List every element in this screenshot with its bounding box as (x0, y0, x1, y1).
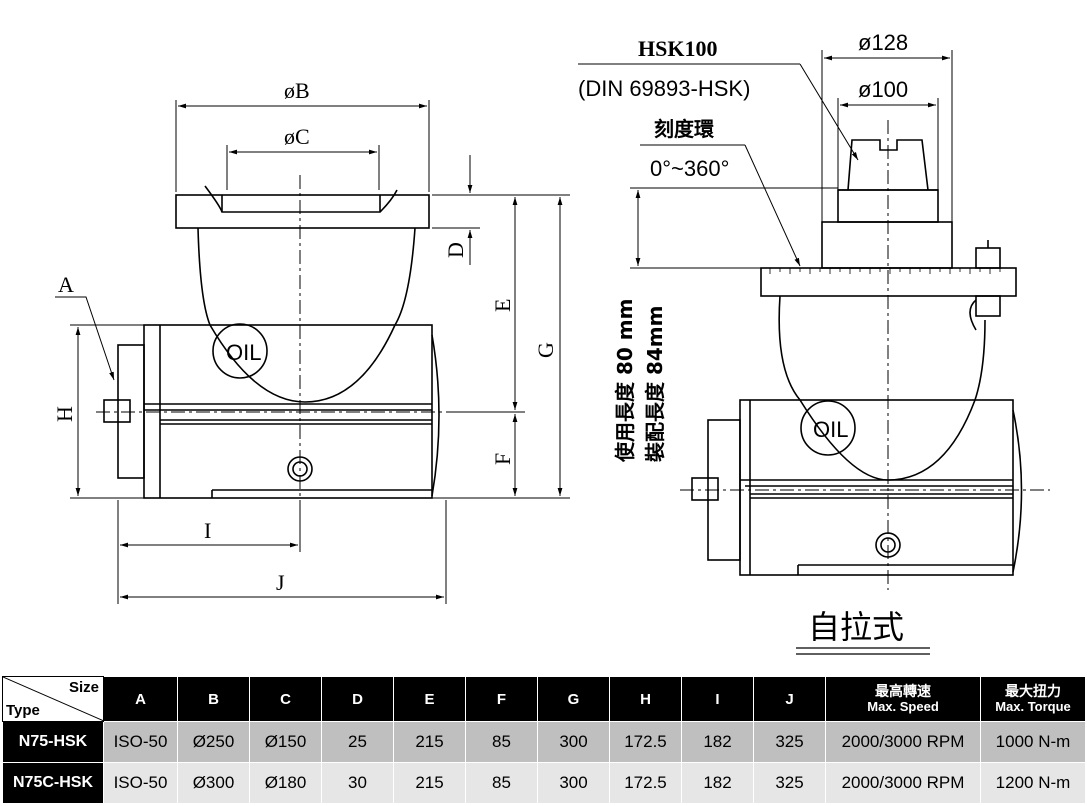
torque-en: Max. Torque (995, 699, 1071, 714)
cell-speed: 2000/3000 RPM (825, 721, 981, 763)
cell-F: 85 (465, 721, 538, 763)
dia-100-label: ø100 (858, 77, 908, 102)
cell-A: ISO-50 (103, 762, 178, 804)
col-header: F (465, 676, 538, 722)
left-view (55, 100, 570, 604)
cell-type: N75C-HSK (2, 762, 104, 804)
label-C: øC (284, 124, 310, 149)
label-B: øB (284, 78, 310, 103)
table-row: N75-HSK ISO-50 Ø250 Ø150 25 215 85 300 1… (2, 721, 1086, 763)
cell-C: Ø150 (249, 721, 322, 763)
spec-table: Size Type A B C D E F G H I J 最高轉速 Max. … (2, 676, 1086, 804)
col-header: A (103, 676, 178, 722)
cell-J: 325 (753, 721, 826, 763)
use-length-label: 使用長度 80 mm (613, 299, 637, 463)
cell-D: 30 (321, 762, 394, 804)
cell-G: 300 (537, 721, 610, 763)
corner-cell: Size Type (2, 676, 104, 722)
din-label: (DIN 69893-HSK) (578, 76, 750, 101)
label-A: A (58, 272, 74, 297)
right-view (578, 50, 1050, 655)
col-header: B (177, 676, 250, 722)
cell-I: 182 (681, 721, 754, 763)
cell-I: 182 (681, 762, 754, 804)
col-header: D (321, 676, 394, 722)
label-E: E (490, 299, 515, 312)
col-header: C (249, 676, 322, 722)
col-header-torque: 最大扭力 Max. Torque (980, 676, 1086, 722)
label-G: G (533, 342, 558, 358)
drawing-labels: øB øC D E F G H A I J OIL OIL HSK100 (DI… (52, 30, 908, 646)
label-D: D (443, 242, 468, 258)
col-header: H (609, 676, 682, 722)
cell-H: 172.5 (609, 721, 682, 763)
cell-torque: 1200 N-m (980, 762, 1086, 804)
label-F: F (490, 453, 515, 465)
technical-drawing: øB øC D E F G H A I J OIL OIL HSK100 (DI… (52, 30, 1050, 655)
cell-speed: 2000/3000 RPM (825, 762, 981, 804)
col-header: G (537, 676, 610, 722)
cell-D: 25 (321, 721, 394, 763)
label-I: I (204, 518, 211, 543)
table-header-row: Size Type A B C D E F G H I J 最高轉速 Max. … (2, 676, 1086, 722)
hsk-label: HSK100 (638, 36, 717, 61)
mount-length-label: 裝配長度 84mm (643, 306, 667, 463)
col-header: I (681, 676, 754, 722)
label-H: H (52, 406, 77, 422)
scale-ring-label: 刻度環 (654, 117, 715, 141)
cell-E: 215 (393, 762, 466, 804)
dia-128-label: ø128 (858, 30, 908, 55)
cell-C: Ø180 (249, 762, 322, 804)
oil-label-left: OIL (226, 340, 261, 365)
cell-E: 215 (393, 721, 466, 763)
cell-G: 300 (537, 762, 610, 804)
cell-A: ISO-50 (103, 721, 178, 763)
self-pull-label: 自拉式 (808, 608, 904, 646)
angle-label: 0°~360° (650, 156, 729, 181)
oil-label-right: OIL (813, 417, 848, 442)
cell-B: Ø300 (177, 762, 250, 804)
col-header-speed: 最高轉速 Max. Speed (825, 676, 981, 722)
cell-torque: 1000 N-m (980, 721, 1086, 763)
speed-en: Max. Speed (867, 699, 939, 714)
cell-B: Ø250 (177, 721, 250, 763)
corner-size: Size (68, 679, 99, 696)
col-header: J (753, 676, 826, 722)
cell-F: 85 (465, 762, 538, 804)
col-header: E (393, 676, 466, 722)
torque-zh: 最大扭力 (1005, 683, 1061, 699)
table-row: N75C-HSK ISO-50 Ø300 Ø180 30 215 85 300 … (2, 762, 1086, 804)
cell-J: 325 (753, 762, 826, 804)
speed-zh: 最高轉速 (875, 683, 931, 699)
corner-type: Type (6, 702, 40, 719)
cell-type: N75-HSK (2, 721, 104, 763)
label-J: J (276, 570, 285, 595)
cell-H: 172.5 (609, 762, 682, 804)
